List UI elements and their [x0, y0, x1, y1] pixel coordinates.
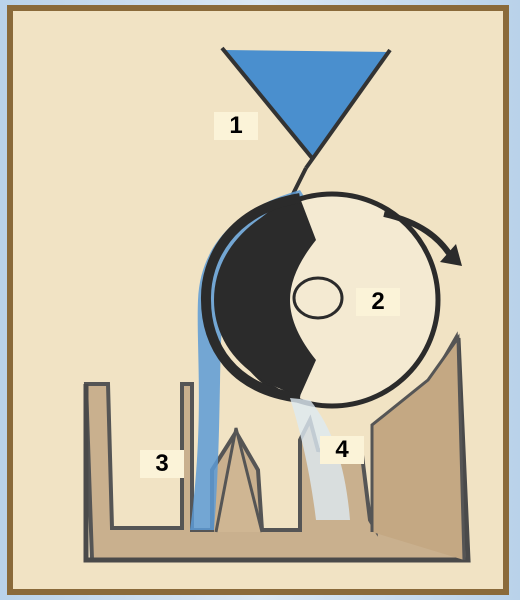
label-1: 1	[214, 112, 258, 140]
label-2: 2	[356, 288, 400, 316]
label-4: 4	[320, 436, 364, 464]
hopper	[224, 50, 388, 160]
label-3: 3	[140, 450, 184, 478]
drum-hub	[294, 278, 342, 318]
